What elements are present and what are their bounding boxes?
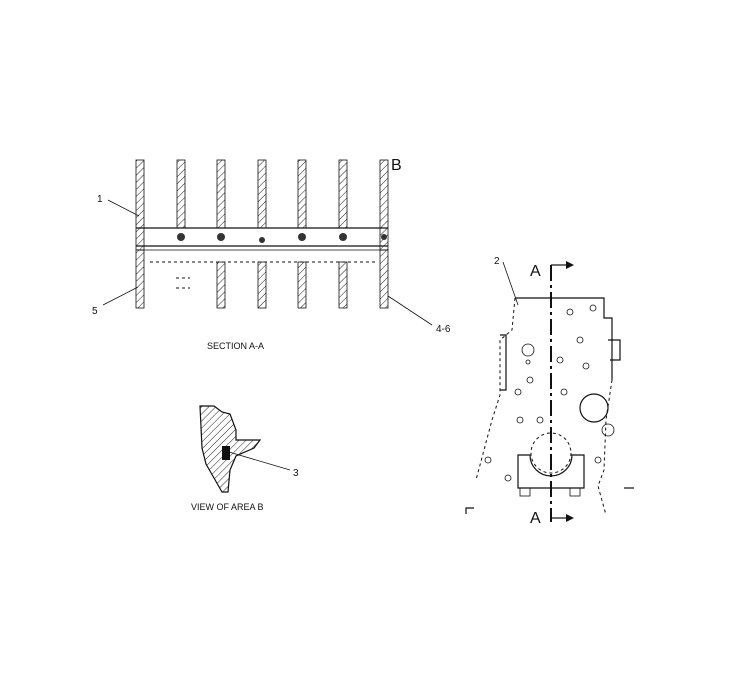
callout-2: 2 — [494, 256, 500, 267]
section-a-a-view: 1 5 4-6 B SECTION A-A — [92, 157, 451, 351]
leader-3 — [228, 451, 291, 471]
view-caption: VIEW OF AREA B — [191, 502, 264, 512]
callout-5: 5 — [92, 306, 98, 317]
bore-circle-small — [601, 423, 615, 437]
callout-4-6: 4-6 — [436, 324, 451, 335]
leader-4-6 — [387, 295, 433, 326]
callout-1: 1 — [97, 194, 103, 205]
callout-3: 3 — [293, 468, 299, 479]
section-arrow-top-label: A — [530, 263, 541, 280]
bore-circle-left — [521, 343, 535, 357]
bearing-caps — [135, 249, 389, 309]
leader-5 — [102, 286, 139, 306]
callout-b: B — [391, 157, 402, 174]
section-caption: SECTION A-A — [207, 341, 264, 351]
leader-2 — [502, 261, 519, 306]
section-arrow-bottom-label: A — [530, 510, 541, 527]
block-end-view: 2 A A — [465, 256, 634, 527]
view-area-b: 3 VIEW OF AREA B — [191, 405, 299, 512]
holes — [484, 304, 602, 482]
crank-plate — [136, 227, 388, 251]
main-bearing-cap — [517, 454, 585, 489]
crank-bore — [530, 432, 572, 474]
leader-1 — [107, 199, 140, 217]
cylinder-walls — [135, 159, 389, 251]
bore-circle-right — [579, 393, 609, 423]
web-joints — [177, 233, 387, 243]
